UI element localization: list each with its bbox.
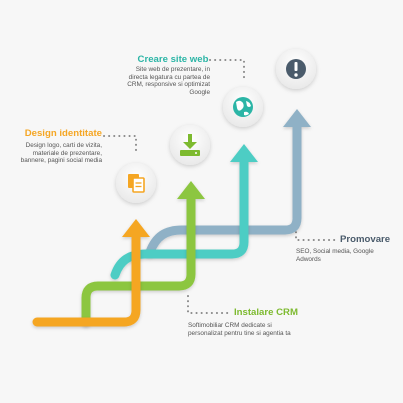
arrow-promo (145, 109, 311, 257)
description-line: bannere, pagini social media (20, 157, 102, 165)
description-line: Design logo, carti de vizita, (25, 142, 102, 149)
connector-promo (295, 221, 337, 241)
description-line: CRM, responsive si optimizat (127, 81, 210, 89)
step-site-label: Creare site web (120, 54, 226, 65)
step-crm-description: Softimobiliar CRM dedicate si personaliz… (188, 322, 291, 337)
step-crm-label: Instalare CRM (234, 307, 298, 318)
globe-icon (223, 87, 263, 127)
connector-design (103, 135, 137, 153)
connector-crm (187, 295, 231, 314)
step-promo-description: SEO, Social media, Google Adwords (296, 248, 374, 263)
step-site-description-block: Site web de prezentare, in directa legat… (127, 66, 210, 96)
arrow-design (32, 219, 150, 327)
step-design-description: Design logo, carti de vizita, materiale … (21, 142, 102, 165)
document-icon (116, 163, 156, 203)
description-line: Google (189, 88, 210, 96)
step-design-title: Design identitate (24, 128, 102, 139)
step-promo-title: Promovare (340, 234, 391, 245)
arrow-site (110, 144, 258, 280)
description-line: Adwords (296, 255, 321, 263)
step-site-description: Site web de prezentare, in directa legat… (127, 66, 210, 96)
description-line: Site web de prezentare, in (135, 66, 210, 73)
download-icon (170, 125, 210, 165)
step-design-label: Design identitate Design logo, carti de … (21, 128, 102, 165)
description-line: Softimobiliar CRM dedicate si (188, 322, 272, 329)
step-crm-title: Instalare CRM (234, 307, 298, 318)
step-promo-label: Promovare (340, 234, 390, 245)
step-promo-description-block: SEO, Social media, Google Adwords (296, 248, 374, 263)
description-line: directa legatura cu partea de (128, 73, 210, 81)
description-line: SEO, Social media, Google (296, 248, 374, 255)
alert-icon (276, 49, 316, 89)
description-line: personalizat pentru tine si agentia ta (188, 329, 291, 337)
step-site-title: Creare site web (137, 54, 209, 65)
description-line: materiale de prezentare, (32, 149, 102, 157)
step-crm-description-block: Softimobiliar CRM dedicate si personaliz… (188, 322, 291, 337)
